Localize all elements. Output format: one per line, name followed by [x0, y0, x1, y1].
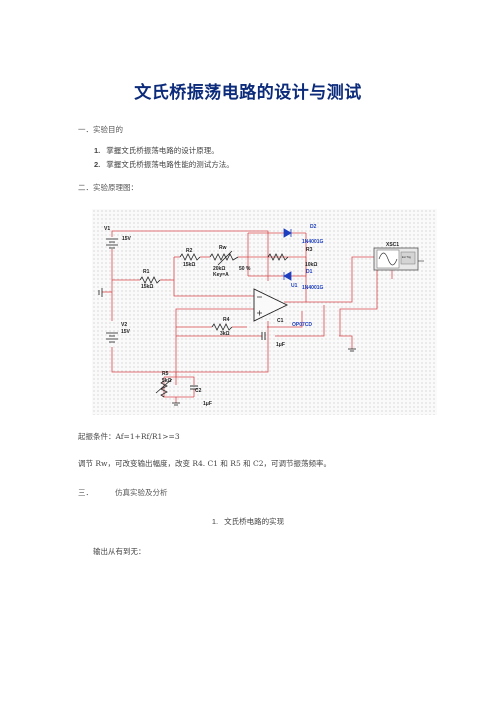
- adjustment-note: 调节 Rw，可改变输出幅度，改变 R4. C1 和 R5 和 C2，可调节振荡频…: [78, 459, 331, 468]
- d1-value: 1N4001G: [302, 285, 324, 291]
- subsection-number: 1.: [211, 517, 219, 526]
- u1-value: OP07CD: [292, 322, 312, 328]
- v2-value: 15V: [121, 329, 131, 335]
- circuit-schematic: V1 15V V2 15V R1 15kΩ R2 15kΩ Rw 20kΩ 50…: [92, 209, 437, 415]
- output-text: 输出从有到无：: [93, 547, 146, 556]
- objective-item: 2. 掌握文氏桥振荡电路性能的测试方法。: [94, 159, 234, 170]
- oscillation-condition: 起振条件：Af=1+Rf/R1>=3: [78, 432, 180, 441]
- rw-key: Key=A: [213, 272, 229, 278]
- d2-value: 1N4001G: [302, 239, 324, 245]
- r1-value: 15kΩ: [141, 284, 153, 290]
- c2-value: 1μF: [203, 401, 212, 407]
- r5-label: R5: [162, 371, 169, 377]
- r2-label: R2: [186, 248, 193, 254]
- r1-label: R1: [143, 269, 150, 275]
- section-text: 仿真实验及分析: [115, 488, 168, 497]
- v1-value: 15V: [122, 236, 132, 242]
- subsection-text: 文氏桥电路的实现: [224, 517, 285, 526]
- u1-label: U1: [291, 283, 298, 289]
- c1-value: 1μF: [276, 342, 285, 348]
- r2-value: 15kΩ: [183, 262, 195, 268]
- rw-percent: 50 %: [239, 266, 251, 272]
- section-number: 三．: [78, 488, 93, 497]
- r3-label: R3: [306, 247, 313, 253]
- r4-value: 3kΩ: [220, 331, 230, 337]
- objective-number: 1.: [94, 146, 101, 155]
- section-heading-schematic: 二．实验原理图：: [78, 183, 138, 192]
- objective-text: 掌握文氏桥振荡电路的设计原理。: [106, 146, 219, 155]
- xsc1-label: XSC1: [386, 242, 399, 248]
- c2-label: C2: [195, 388, 202, 394]
- c1-label: C1: [277, 318, 284, 324]
- section-heading-objectives: 一．实验目的: [78, 125, 123, 134]
- section-heading-simulation: 三． 仿真实验及分析: [78, 487, 168, 498]
- r5-value: 5kΩ: [162, 378, 172, 384]
- v2-label: V2: [121, 322, 127, 328]
- subsection-heading: 1. 文氏桥电路的实现: [0, 516, 496, 527]
- page-title: 文氏桥振荡电路的设计与测试: [134, 83, 362, 103]
- objective-number: 2.: [94, 160, 101, 169]
- d2-label: D2: [310, 224, 317, 230]
- v1-label: V1: [104, 226, 110, 232]
- d1-label: D1: [306, 269, 313, 275]
- ext-trig-label: Ext Trig: [402, 255, 411, 259]
- objective-item: 1. 掌握文氏桥振荡电路的设计原理。: [94, 145, 219, 156]
- rw-label: Rw: [219, 245, 227, 251]
- objective-text: 掌握文氏桥振荡电路性能的测试方法。: [106, 160, 234, 169]
- rw-value: 20kΩ: [213, 266, 225, 272]
- r4-label: R4: [223, 317, 230, 323]
- r3-value: 10kΩ: [305, 262, 317, 268]
